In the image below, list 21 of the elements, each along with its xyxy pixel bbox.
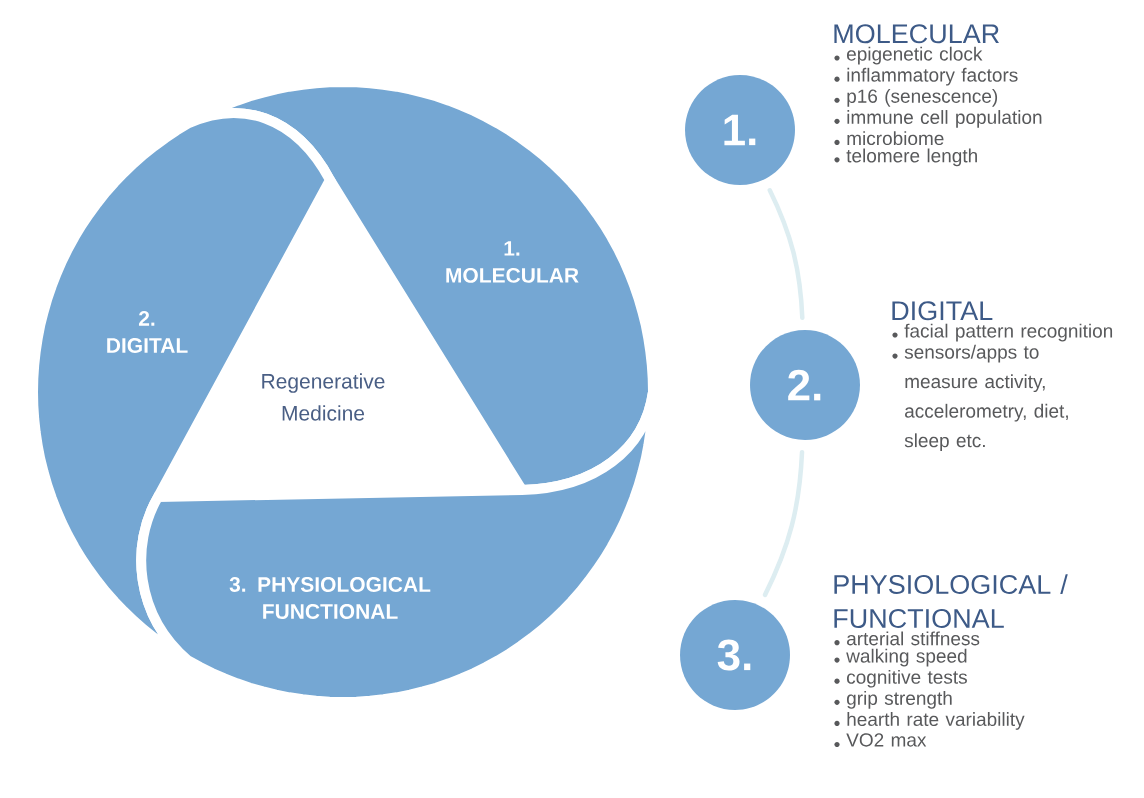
- connector-arc: [767, 188, 805, 321]
- bullet-item: microbiome: [834, 131, 944, 146]
- section-heading: MOLECULAR: [834, 24, 999, 44]
- bullet-item: inflammatory factors: [834, 67, 1018, 86]
- bullet-item: sensors/apps to measure activity, accelerometry, diet, sleep etc.: [892, 344, 1068, 452]
- bullet-item: epigenetic clock: [834, 46, 983, 65]
- bullet-item: cognitive tests: [834, 669, 967, 688]
- bullet-item: hearth rate variability: [834, 712, 1025, 730]
- bullet-item: VO2 max: [834, 733, 927, 748]
- bullet-item: grip strength: [834, 691, 952, 709]
- node-label: 3. PHYSIOLOGICAL FUNCTIONAL: [229, 577, 431, 619]
- bullet-item: p16 (senescence): [834, 88, 998, 107]
- section-heading: PHYSIOLOGICAL / FUNCTIONAL: [834, 574, 1068, 629]
- center-label: Regenerative Medicine: [262, 373, 385, 421]
- bullet-item: immune cell population: [834, 110, 1042, 128]
- section-heading: DIGITAL: [892, 301, 993, 321]
- bullet-item: telomere length: [834, 148, 977, 167]
- bullet-item: arterial stiffness: [834, 631, 980, 646]
- bullet-item: facial pattern recognition: [892, 323, 1113, 342]
- connector-arc: [762, 449, 805, 598]
- bullet-item: walking speed: [834, 648, 967, 667]
